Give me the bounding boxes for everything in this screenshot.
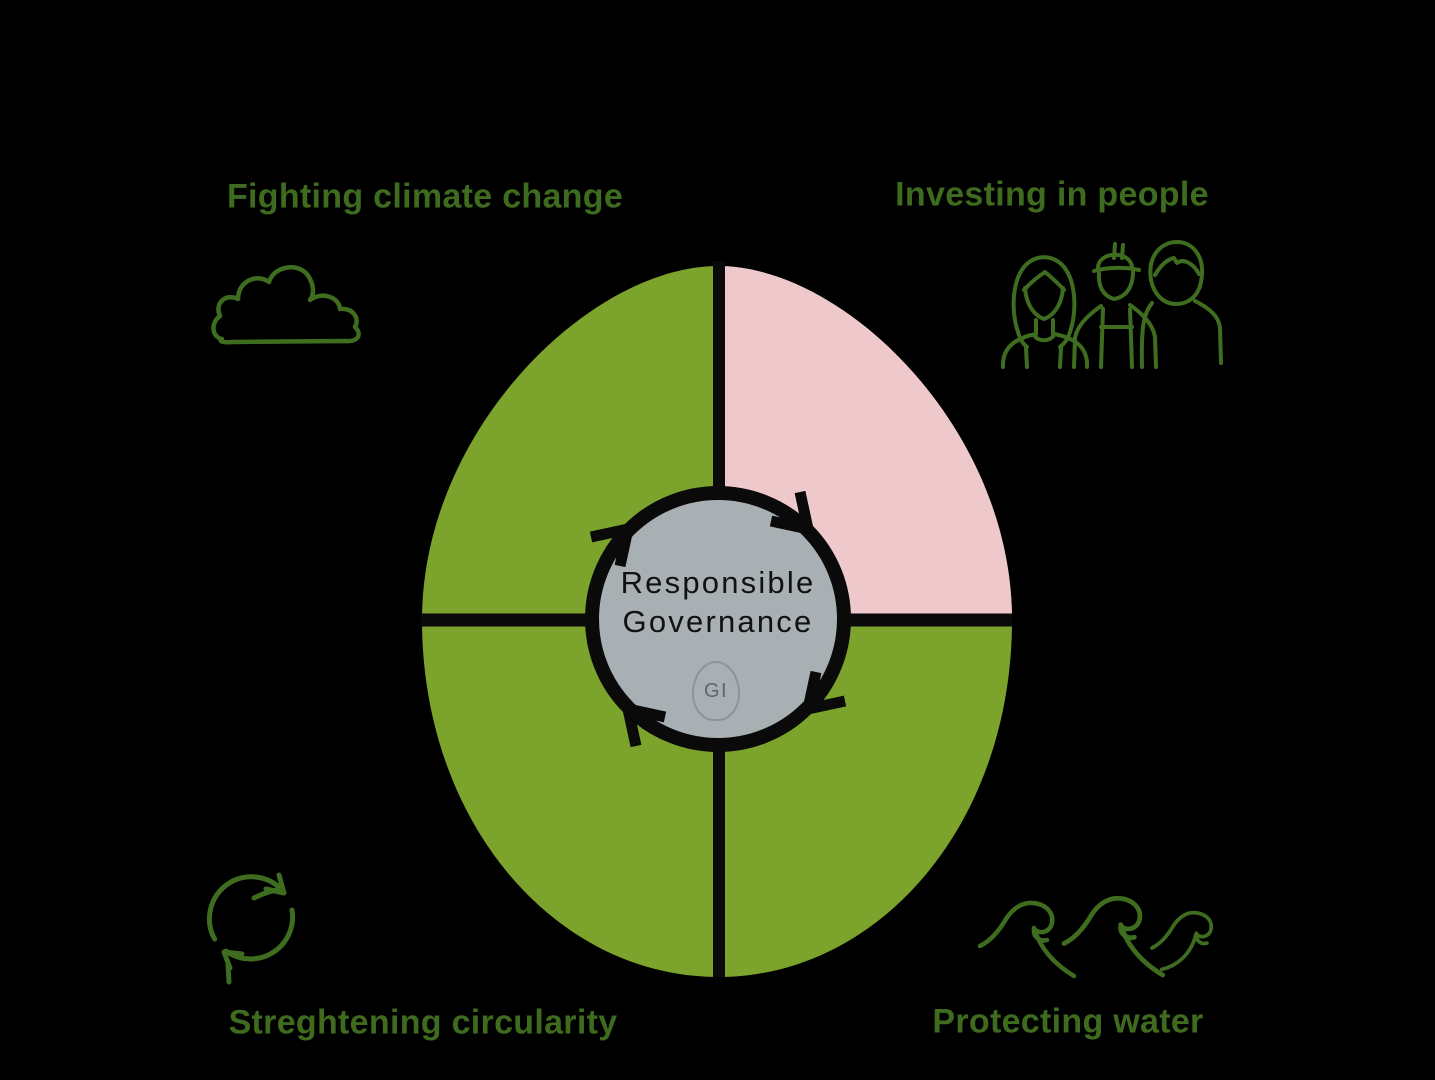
center-title-line2: Governance — [622, 603, 814, 639]
recycle-arrows-icon — [206, 872, 296, 985]
quadrant-label-protecting-water: Protecting water — [932, 1002, 1204, 1041]
quadrant-label-streghtening-circularity: Streghtening circularity — [228, 1003, 618, 1042]
center-title: Responsible Governance — [621, 563, 816, 641]
waves-icon — [977, 895, 1214, 979]
gi-logo-text: GI — [703, 679, 729, 702]
ring-arrow-ne — [769, 490, 816, 537]
governance-ring — [585, 486, 851, 752]
governance-circle — [585, 486, 851, 752]
gi-logo: GI — [692, 661, 740, 721]
ring-arrow-se — [800, 670, 847, 717]
ring-arrow-sw — [620, 701, 667, 748]
quadrant-label-fighting-climate-change: Fighting climate change — [226, 177, 624, 216]
people-icon — [1000, 240, 1223, 369]
ring-arrow-nw — [589, 521, 636, 568]
center-title-line1: Responsible — [620, 564, 816, 600]
quadrant-label-investing-in-people: Investing in people — [895, 175, 1209, 214]
cloud-icon — [211, 265, 361, 345]
